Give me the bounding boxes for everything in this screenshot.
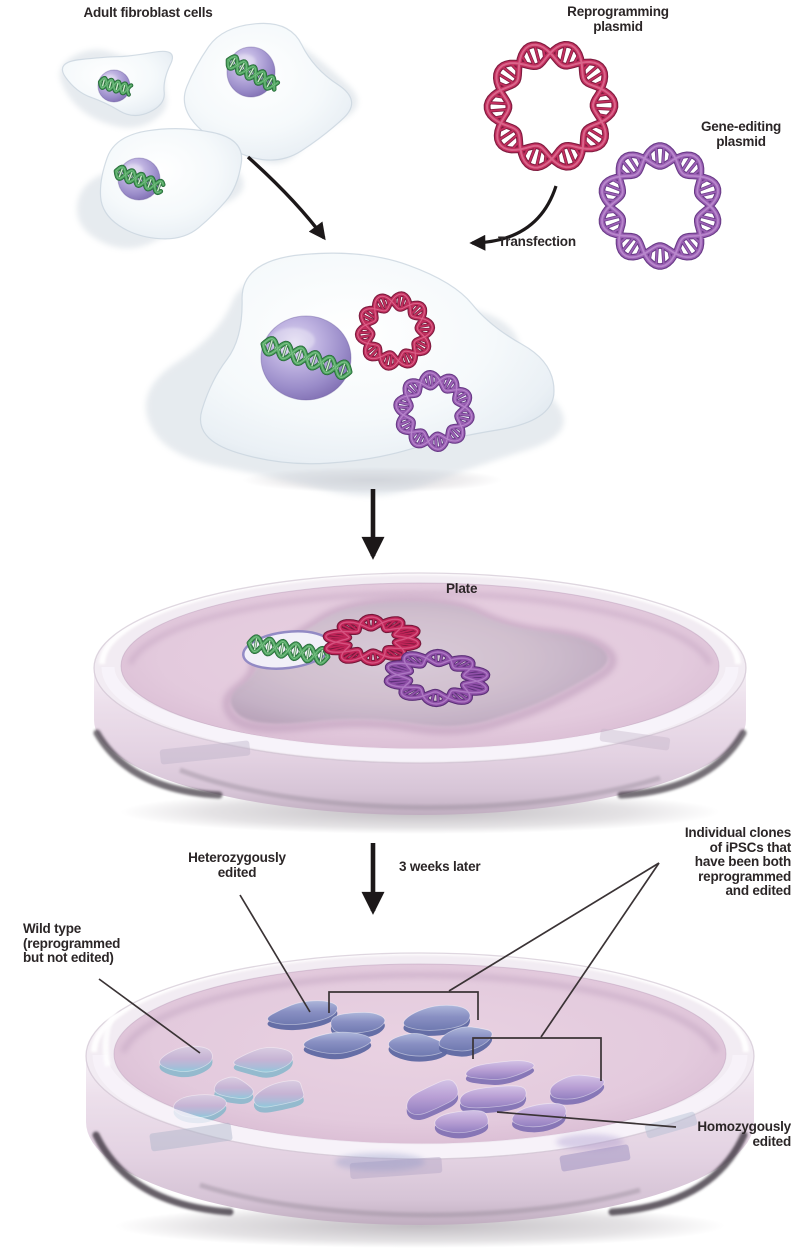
- annotation-lines: [98, 862, 677, 1128]
- label-gene-editing-plasmid: Gene-editing plasmid: [700, 119, 782, 149]
- leader-wild-type: [98, 978, 201, 1054]
- arrow-fibroblasts-to-cell: [246, 155, 326, 241]
- label-adult-fibroblast-cells: Adult fibroblast cells: [83, 5, 213, 20]
- label-homozygously-edited: Homozygously edited: [697, 1119, 791, 1149]
- bracket-homozygous: [472, 1037, 602, 1081]
- label-individual-clones: Individual clones of iPSCs that have bee…: [684, 825, 791, 898]
- label-three-weeks-later: 3 weeks later: [399, 859, 481, 874]
- plated-transfected-cell-icon: [222, 596, 617, 735]
- leader-clones-a: [448, 862, 660, 992]
- transfected-cell-icon: [145, 252, 564, 496]
- label-wild-type: Wild type (reprogrammed but not edited): [23, 921, 121, 965]
- leader-clones-b: [540, 862, 660, 1038]
- adult-fibroblast-cells-icon: [59, 22, 358, 249]
- bracket-heterozygous: [328, 991, 479, 1020]
- ipsc-colonies-icon: [159, 1000, 605, 1139]
- label-transfection: Transfection: [498, 234, 576, 249]
- leader-heterozygous: [239, 894, 311, 1013]
- label-reprogramming-plasmid: Reprogramming plasmid: [567, 4, 669, 34]
- label-plate: Plate: [446, 581, 478, 596]
- arrow-transfection: [469, 185, 558, 251]
- leader-homozygous: [496, 1111, 677, 1128]
- petri-dish-plate-glass: [93, 569, 747, 810]
- label-heterozygously-edited: Heterozygously edited: [188, 850, 286, 880]
- plasmid-rings-icon: [483, 41, 722, 270]
